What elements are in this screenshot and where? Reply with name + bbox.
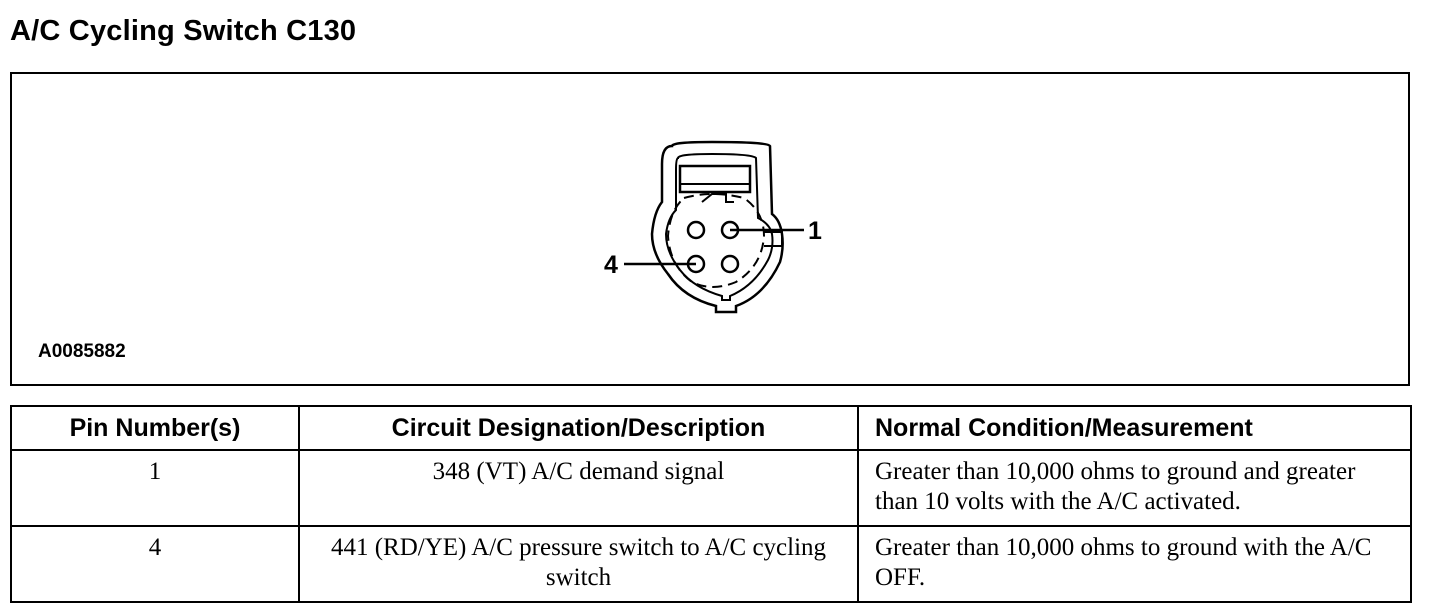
header-circuit: Circuit Designation/Description (298, 405, 859, 451)
lock-window (678, 164, 752, 194)
latch (701, 193, 734, 203)
page-title: A/C Cycling Switch C130 (10, 15, 357, 47)
connector-diagram: 1 4 (604, 140, 822, 314)
connector-housing-inner (664, 152, 774, 301)
cell-condition: Greater than 10,000 ohms to ground with … (857, 525, 1412, 603)
pin-hole-3 (720, 254, 740, 274)
table-row: 1 348 (VT) A/C demand signal Greater tha… (10, 449, 1412, 527)
key-tab (764, 231, 783, 247)
cell-circuit: 441 (RD/YE) A/C pressure switch to A/C c… (298, 525, 859, 603)
cell-pin: 4 (10, 525, 300, 603)
table-row: 4 441 (RD/YE) A/C pressure switch to A/C… (10, 525, 1412, 603)
connector-figure: 1 4 A0085882 (10, 72, 1410, 386)
pin-table: Pin Number(s) Circuit Designation/Descri… (10, 405, 1412, 603)
cell-condition: Greater than 10,000 ohms to ground and g… (857, 449, 1412, 527)
pin-label-1: 1 (808, 217, 822, 245)
table-header-row: Pin Number(s) Circuit Designation/Descri… (10, 405, 1412, 451)
figure-id: A0085882 (38, 341, 126, 362)
cell-pin: 1 (10, 449, 300, 527)
cell-circuit: 348 (VT) A/C demand signal (298, 449, 859, 527)
pin-label-4: 4 (604, 251, 618, 279)
pin-hole-2 (686, 220, 706, 240)
connector-housing-outer (650, 140, 784, 314)
connector-seal-dashed (666, 193, 766, 288)
header-pin-number: Pin Number(s) (10, 405, 300, 451)
header-condition: Normal Condition/Measurement (857, 405, 1412, 451)
